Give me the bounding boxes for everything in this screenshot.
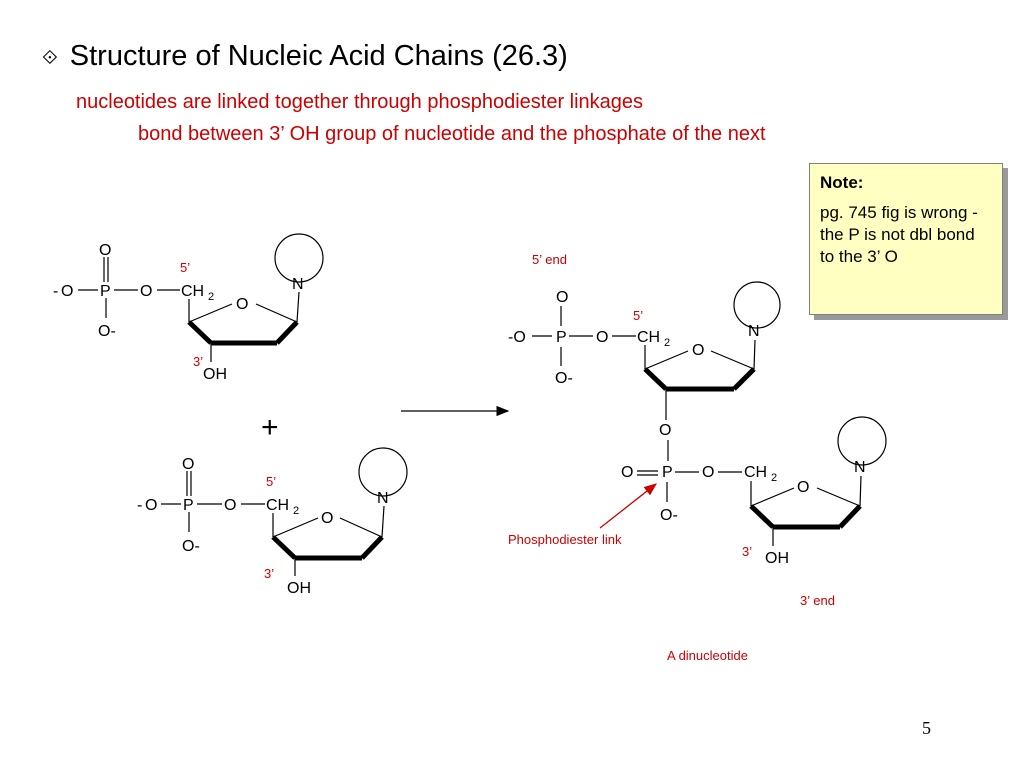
atom-o: O	[145, 497, 157, 514]
atom-n: N	[292, 276, 304, 293]
atom-ch: CH	[181, 283, 204, 300]
atom-minus-o: -O	[508, 329, 526, 346]
atom-oh: OH	[765, 550, 789, 567]
dinucleotide: 5’ end O P -O O O- CH 2 5’ O N O P O	[508, 252, 887, 663]
subscript-2: 2	[208, 291, 214, 303]
atom-o: O	[702, 464, 714, 481]
plus-sign: +	[261, 411, 279, 444]
note-box: Note: pg. 745 fig is wrong - the P is no…	[809, 163, 1003, 315]
label-5-prime-end: 5’ end	[532, 252, 567, 267]
atom-o-minus: O-	[98, 323, 116, 340]
note-title: Note:	[820, 173, 864, 192]
base-circle	[274, 233, 324, 283]
atom-p-linkage: P	[662, 464, 673, 481]
atom-o: O	[99, 242, 111, 259]
atom-minus: -	[137, 497, 142, 514]
subtitle-bond: bond between 3’ OH group of nucleotide a…	[138, 123, 766, 145]
atom-o-ring: O	[321, 510, 333, 527]
atom-oh: OH	[203, 366, 227, 383]
atom-minus: -	[53, 283, 58, 300]
atom-ch: CH	[637, 329, 660, 346]
atom-o: O	[182, 456, 194, 473]
atom-o-minus: O-	[660, 507, 678, 524]
phosphodiester-arrow	[599, 483, 658, 529]
base-circle	[733, 281, 781, 329]
atom-o: O	[224, 497, 236, 514]
label-3-prime: 3’	[193, 354, 203, 369]
atom-o: O	[556, 289, 568, 306]
atom-o-ring: O	[692, 342, 704, 359]
atom-ch: CH	[744, 464, 767, 481]
atom-p: P	[183, 497, 194, 514]
atom-o-minus: O-	[182, 538, 200, 555]
subscript-2: 2	[664, 337, 670, 349]
atom-o: O	[621, 464, 633, 481]
atom-o: O	[596, 329, 608, 346]
title-row: ⟐ Structure of Nucleic Acid Chains (26.3…	[42, 40, 568, 73]
subscript-2: 2	[771, 472, 777, 484]
label-3-prime: 3’	[742, 544, 752, 559]
label-5-prime: 5’	[633, 308, 643, 323]
label-5-prime: 5’	[180, 260, 190, 275]
label-dinucleotide: A dinucleotide	[667, 648, 748, 663]
diamond-bullet-icon: ⟐	[42, 44, 58, 69]
atom-p: P	[100, 283, 111, 300]
label-5-prime: 5’	[266, 474, 276, 489]
atom-p: P	[556, 329, 567, 346]
base-circle	[358, 447, 408, 497]
atom-o-ring: O	[236, 296, 248, 313]
atom-o-minus: O-	[555, 370, 573, 387]
nucleotide-bottom: O P - O O O- CH 2 5’ O OH 3’ N	[137, 447, 408, 597]
subtitle-linkage: nucleotides are linked together through …	[76, 91, 644, 113]
subscript-2: 2	[293, 505, 299, 517]
atom-o: O	[140, 283, 152, 300]
slide-title: Structure of Nucleic Acid Chains (26.3)	[69, 40, 568, 72]
atom-o: O	[61, 283, 73, 300]
note-body: pg. 745 fig is wrong - the P is not dbl …	[820, 203, 978, 266]
nucleotide-top: O P - O O O- CH 2 5’ O OH 3’ N	[53, 233, 324, 383]
label-3-prime-end: 3’ end	[800, 593, 835, 608]
atom-n: N	[377, 490, 389, 507]
base-circle	[837, 416, 887, 466]
atom-n: N	[748, 323, 760, 340]
atom-n: N	[854, 459, 866, 476]
atom-o-linkage: O	[659, 422, 671, 439]
atom-ch: CH	[266, 497, 289, 514]
atom-oh: OH	[287, 580, 311, 597]
label-3-prime: 3’	[264, 566, 274, 581]
label-phosphodiester-link: Phosphodiester link	[508, 532, 622, 547]
page-number: 5	[922, 718, 931, 738]
atom-o-ring: O	[797, 479, 809, 496]
